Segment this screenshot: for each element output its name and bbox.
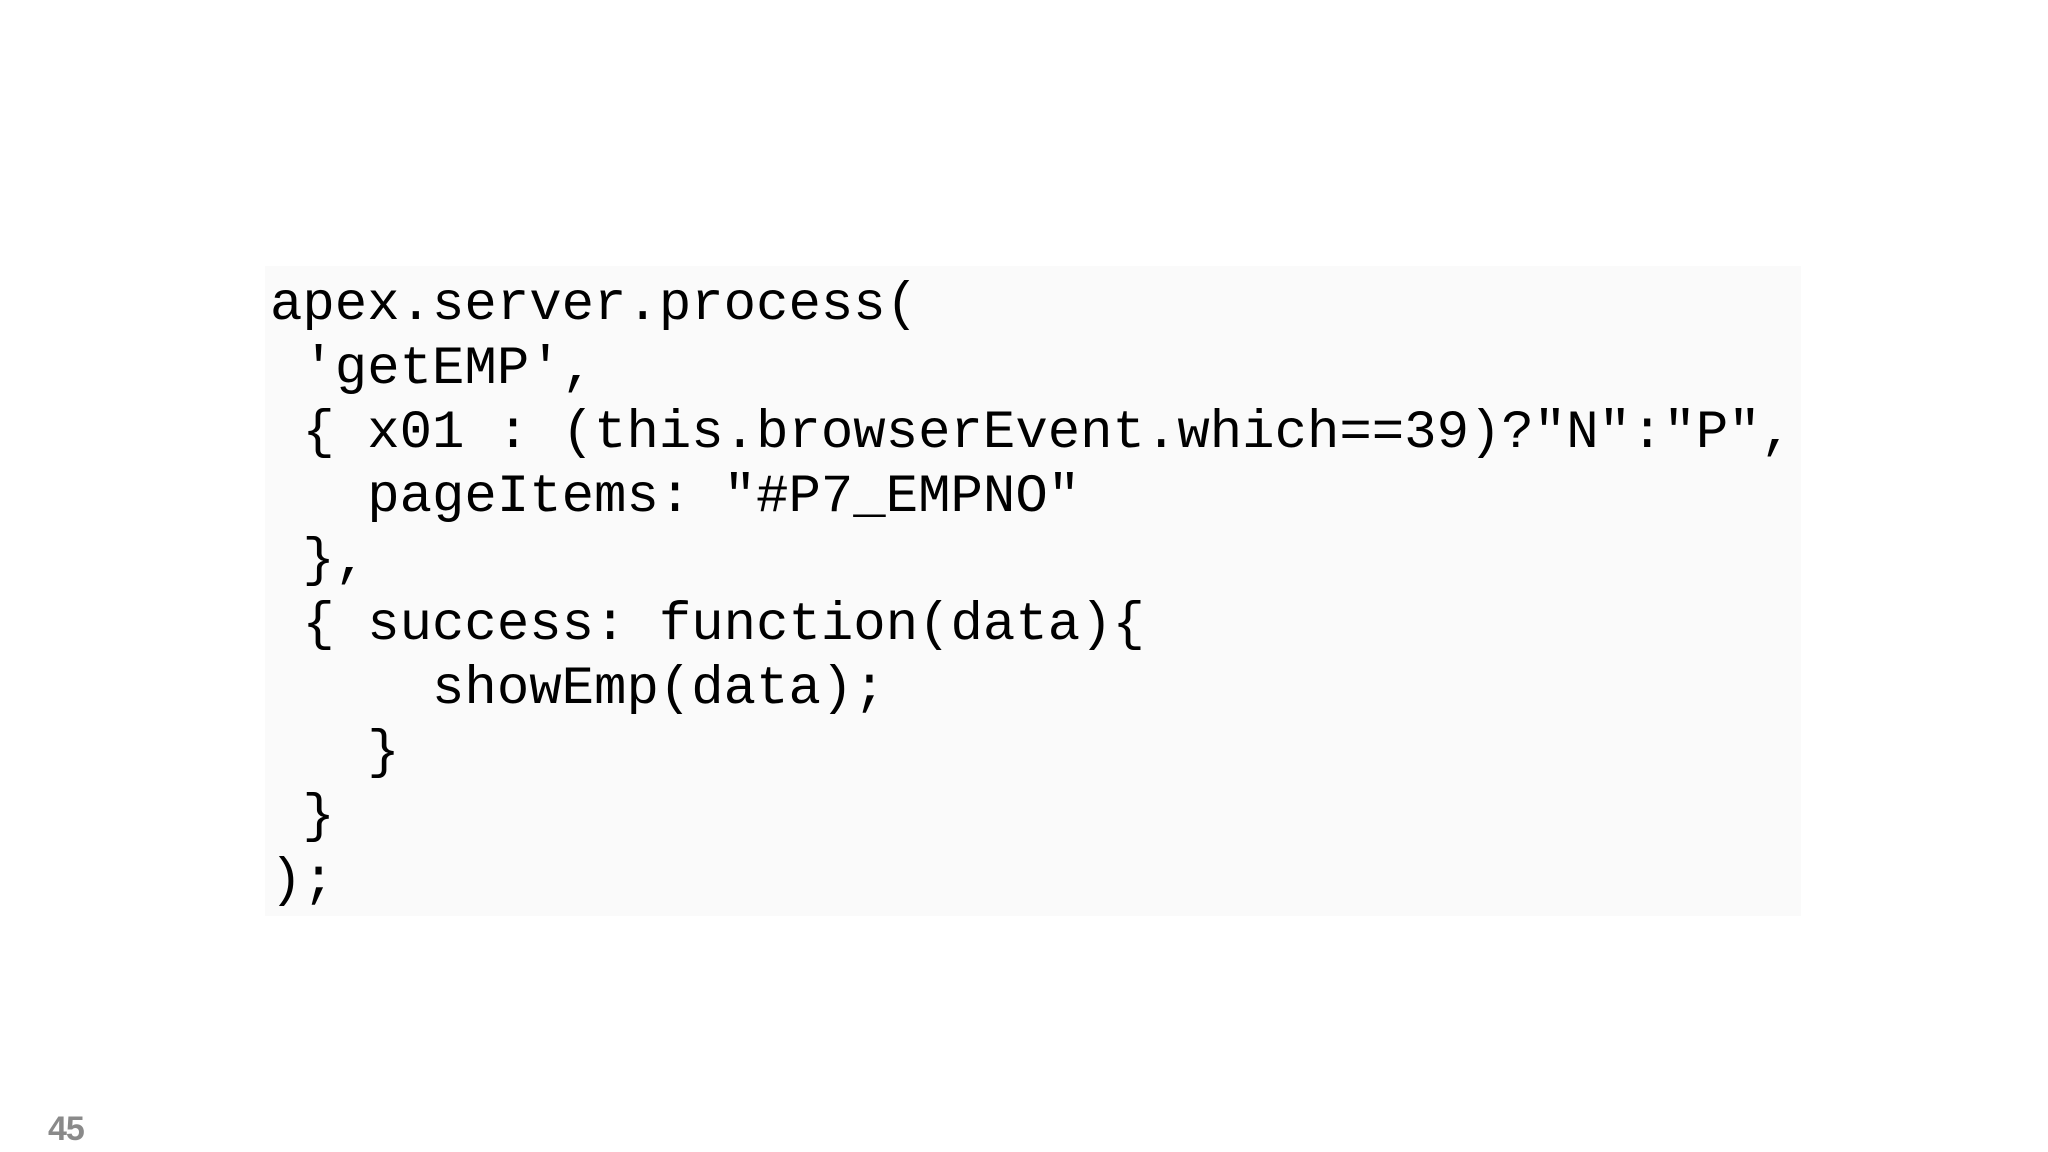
code-block: apex.server.process( 'getEMP', { x01 : (…: [265, 266, 1801, 916]
page-number: 45: [48, 1110, 85, 1148]
